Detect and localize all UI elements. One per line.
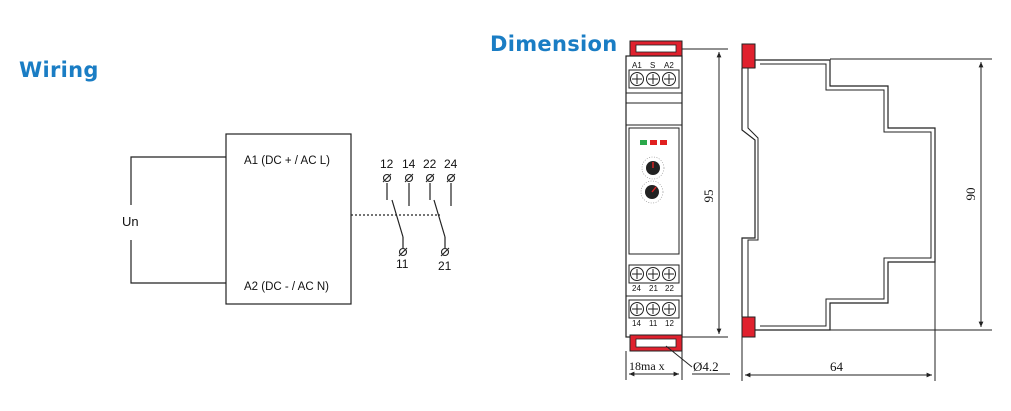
side-height-value: 90 [963,188,978,201]
terminal-a2-label: A2 (DC - / AC N) [244,281,329,293]
side-depth-dimension [741,262,936,381]
top-terminal-s: S [650,61,655,70]
middle-terminal-21: 21 [649,284,658,293]
contact-label-24: 24 [444,157,458,171]
side-bottom-clip [741,316,756,338]
terminal-24-symbol [446,173,456,183]
supply-label: Un [122,214,139,229]
terminal-12-symbol [382,173,392,183]
front-height-dimension [682,48,728,338]
top-terminal-block [628,69,680,89]
time-range-knob [641,156,665,180]
front-height-value: 95 [701,190,716,203]
contact-1-blade [391,199,404,238]
wiring-diagram [130,133,456,305]
side-view: 90 64 [741,43,992,381]
terminal-14-symbol [404,173,414,183]
front-width-dimension [625,345,730,380]
contact-label-22: 22 [423,157,437,171]
terminal-22-symbol [425,173,435,183]
terminal-21-symbol [440,247,450,257]
wiring-labels: Un A1 (DC + / AC L) A2 (DC - / AC N) 12 … [122,155,458,293]
terminal-11-symbol [398,247,408,257]
led-3 [660,140,667,145]
led-1 [640,140,647,145]
led-2 [650,140,657,145]
side-top-clip [741,43,756,69]
front-width-value: 18ma x [629,359,665,373]
contact-label-14: 14 [402,157,416,171]
middle-terminal-block [628,264,680,284]
top-terminal-a1: A1 [632,61,642,70]
bottom-terminal-12: 12 [665,319,674,328]
contact-label-11: 11 [396,257,409,271]
middle-terminal-24: 24 [632,284,641,293]
side-height-dimension [830,58,992,331]
bottom-terminal-14: 14 [632,319,641,328]
middle-terminal-22: 22 [665,284,674,293]
terminal-a1-label: A1 (DC + / AC L) [244,155,330,167]
bottom-terminal-11: 11 [649,319,658,328]
contact-label-21: 21 [438,259,452,273]
contact-label-12: 12 [380,157,394,171]
relay-profile-outline [741,59,936,331]
dimension-heading: Dimension [490,32,618,56]
time-setting-knob [640,180,664,204]
mounting-hole-value: Ø4.2 [693,359,719,374]
contact-2-blade [433,199,446,238]
relay-box [225,133,352,305]
top-terminal-a2: A2 [664,61,674,70]
supply-wire-top [130,156,226,205]
side-depth-value: 64 [830,359,844,374]
bottom-terminal-block [628,299,680,319]
wiring-heading: Wiring [19,58,99,82]
supply-wire-bottom [130,240,226,284]
status-leds [640,140,667,145]
front-view: A1 S A2 24 2 [625,40,730,380]
